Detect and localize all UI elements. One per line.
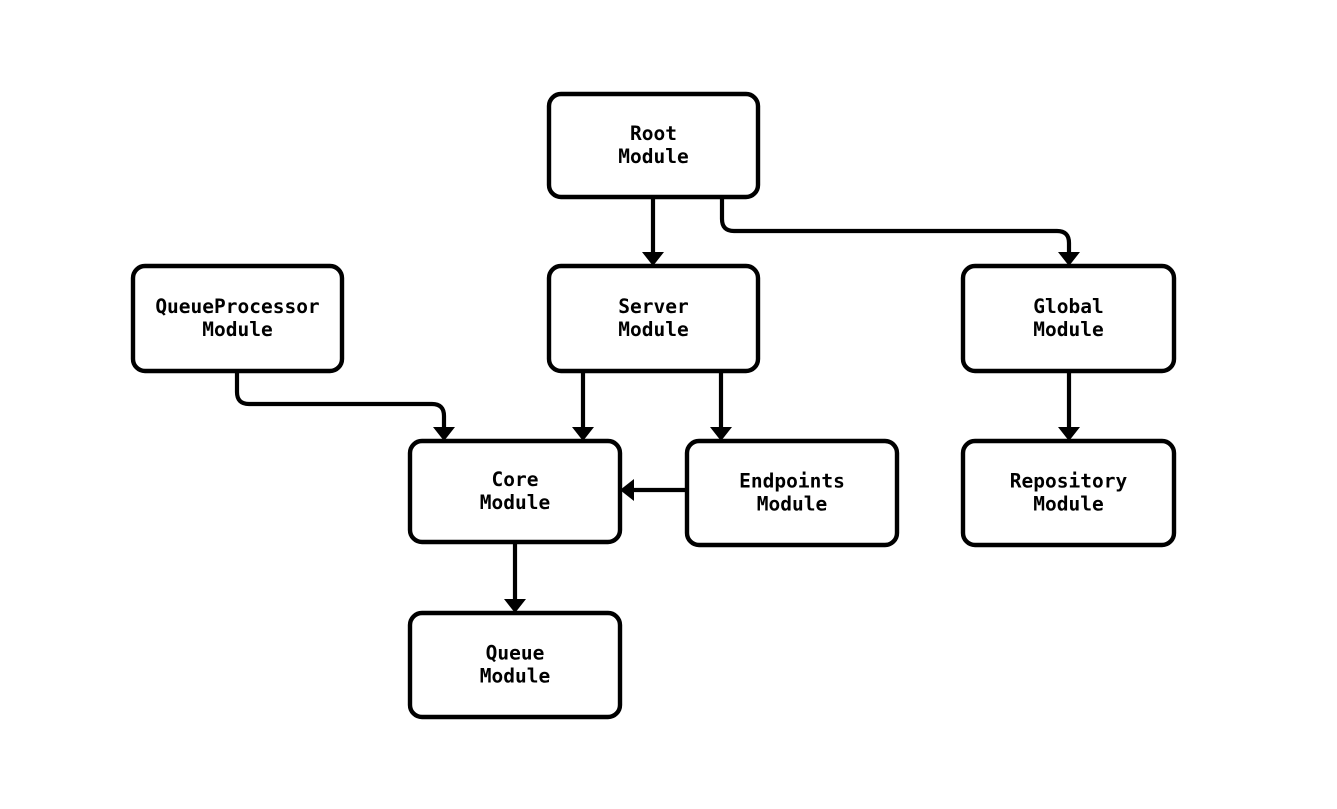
edge-line-queueprocessor-core	[234, 371, 447, 427]
arrowhead-icon	[572, 427, 594, 441]
edge-server-core: Server Module depends on Core Module	[572, 371, 594, 441]
node-layer: RootModuleQueueProcessorModuleServerModu…	[130, 91, 1177, 720]
node-label-name-global: Global	[1033, 295, 1103, 318]
edge-endpoints-core: Endpoints Module depends on Core Module	[620, 479, 687, 501]
node-label-name-server: Server	[618, 295, 688, 318]
edge-core-queue: Core Module depends on Queue Module	[504, 542, 526, 613]
node-label-name-repository: Repository	[1010, 470, 1128, 493]
node-label-suffix-server: Module	[618, 318, 688, 341]
arrowhead-icon	[642, 252, 664, 266]
edge-root-global: Root Module depends on Global Module	[719, 197, 1080, 266]
node-box-queueprocessor[interactable]	[130, 263, 345, 374]
arrowhead-icon	[710, 427, 732, 441]
edge-global-repository: Global Module depends on Repository Modu…	[1058, 371, 1080, 441]
edge-layer: Root Module depends on Server Module Root…	[234, 197, 1080, 613]
edge-server-endpoints: Server Module depends on Endpoints Modul…	[710, 371, 732, 441]
node-label-name-core: Core	[492, 468, 539, 491]
node-label-name-root: Root	[630, 122, 677, 145]
node-label-suffix-queueprocessor: Module	[202, 318, 272, 341]
node-box-repository[interactable]	[960, 438, 1177, 548]
node-box-global[interactable]	[960, 263, 1177, 374]
edge-line-root-global	[719, 197, 1072, 252]
node-box-endpoints[interactable]	[684, 438, 900, 548]
node-box-root[interactable]	[546, 91, 761, 200]
arrowhead-icon	[1058, 252, 1080, 266]
node-label-name-queueprocessor: QueueProcessor	[155, 295, 319, 318]
node-label-suffix-endpoints: Module	[757, 493, 827, 516]
arrowhead-icon	[620, 479, 634, 501]
arrowhead-icon	[504, 599, 526, 613]
node-label-suffix-queue: Module	[480, 665, 550, 688]
arrowhead-icon	[1058, 427, 1080, 441]
node-label-suffix-root: Module	[618, 145, 688, 168]
edge-root-server: Root Module depends on Server Module	[642, 197, 664, 266]
node-label-suffix-repository: Module	[1033, 493, 1103, 516]
node-label-suffix-core: Module	[480, 491, 550, 514]
node-box-core[interactable]	[407, 438, 623, 545]
node-label-suffix-global: Module	[1033, 318, 1103, 341]
arrowhead-icon	[433, 427, 455, 441]
node-box-queue[interactable]	[407, 610, 623, 720]
edge-queueprocessor-core: QueueProcessor Module depends on Core Mo…	[234, 371, 455, 441]
node-label-name-endpoints: Endpoints	[739, 470, 845, 493]
node-box-server[interactable]	[546, 263, 761, 374]
node-label-name-queue: Queue	[486, 642, 545, 665]
